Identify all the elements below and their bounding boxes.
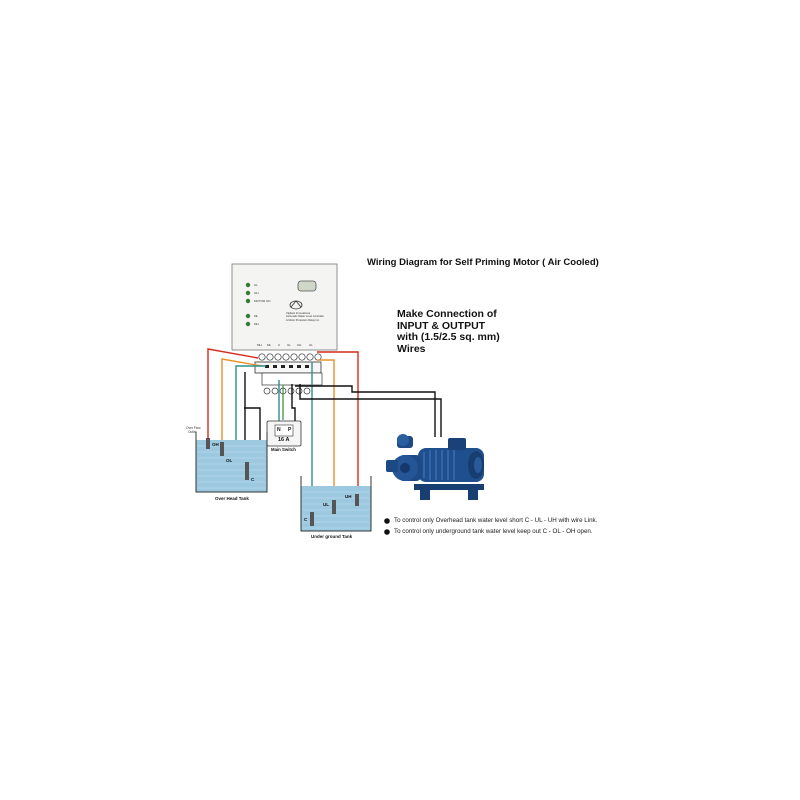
controller-display <box>297 280 317 292</box>
terminal-label-ml: ML <box>267 343 272 347</box>
underground-probes <box>310 494 359 526</box>
probe-label-c-overhead: C <box>251 477 255 482</box>
controller-logo <box>289 300 303 310</box>
indicator-label-ml: ML <box>254 314 259 318</box>
terminal-label-ul-2: UL <box>309 343 313 347</box>
controller-box <box>231 263 338 351</box>
overflow-label-1: Over Flow <box>186 426 201 430</box>
instruction-line-2: INPUT & OUTPUT <box>397 319 486 332</box>
overhead-tank-ripples <box>198 445 265 489</box>
terminal-block-marks <box>265 365 309 368</box>
overhead-tank-label: Over Head Tank <box>215 496 249 501</box>
connection-instructions: Make Connection of INPUT & OUTPUT with (… <box>397 308 500 355</box>
controller-indicators <box>245 282 251 327</box>
indicator-label-ul: UL <box>254 283 258 287</box>
terminal-label-uh: UH <box>297 343 302 347</box>
terminal-screws <box>258 353 322 395</box>
note-bullet-1 <box>384 518 390 524</box>
terminal-strip-lower <box>261 372 323 386</box>
diagram-title: Wiring Diagram for Self Priming Motor ( … <box>367 257 599 268</box>
overflow-label-2: Outlet <box>188 430 197 434</box>
motor-pump-icon <box>386 434 484 500</box>
terminal-strip <box>254 361 322 374</box>
probe-label-c-underground: C <box>304 517 308 522</box>
switch-pin-p: P <box>288 427 292 433</box>
note-bullet-2 <box>384 529 390 535</box>
probe-label-oh: OH <box>212 442 219 447</box>
note-overhead-only: To control only Overhead tank water leve… <box>394 517 598 524</box>
instruction-line-3: with (1.5/2.5 sq. mm) <box>397 331 500 343</box>
instruction-line-4: Wires <box>397 342 426 355</box>
brand-line-1: Vigilant Innovations <box>286 311 311 315</box>
indicator-label-mh: MH <box>254 322 259 326</box>
probe-label-ol: OL <box>226 458 233 463</box>
underground-tank-outline <box>300 476 372 532</box>
underground-tank-label: Under ground Tank <box>311 534 353 539</box>
overhead-tank-outline <box>195 432 268 493</box>
main-switch-rocker <box>274 424 294 437</box>
switch-rating: 16 A <box>278 437 290 443</box>
overhead-probes <box>206 438 249 480</box>
terminal-label-ul: UL <box>287 343 291 347</box>
switch-pin-n: N <box>277 427 281 433</box>
probe-label-uh: UH <box>345 494 352 499</box>
indicator-label-oh: OH <box>254 291 259 295</box>
switch-label: Main Switch <box>271 447 296 452</box>
probe-label-ul: UL <box>323 502 329 507</box>
terminal-label-c: C <box>278 343 281 347</box>
terminal-label-mh: MH <box>257 343 262 347</box>
orange-wires <box>221 358 335 500</box>
instruction-line-1: Make Connection of <box>397 308 497 320</box>
indicator-label-motor-on: MOTOR ON <box>254 299 271 303</box>
red-wires <box>207 348 359 498</box>
note-underground-only: To control only underground tank water l… <box>394 528 593 535</box>
brand-line-2: Automatic Water Level Controller <box>286 315 324 318</box>
brand-line-3: & Motor Protection Relay Inc. <box>286 319 320 322</box>
black-wires <box>244 372 442 485</box>
